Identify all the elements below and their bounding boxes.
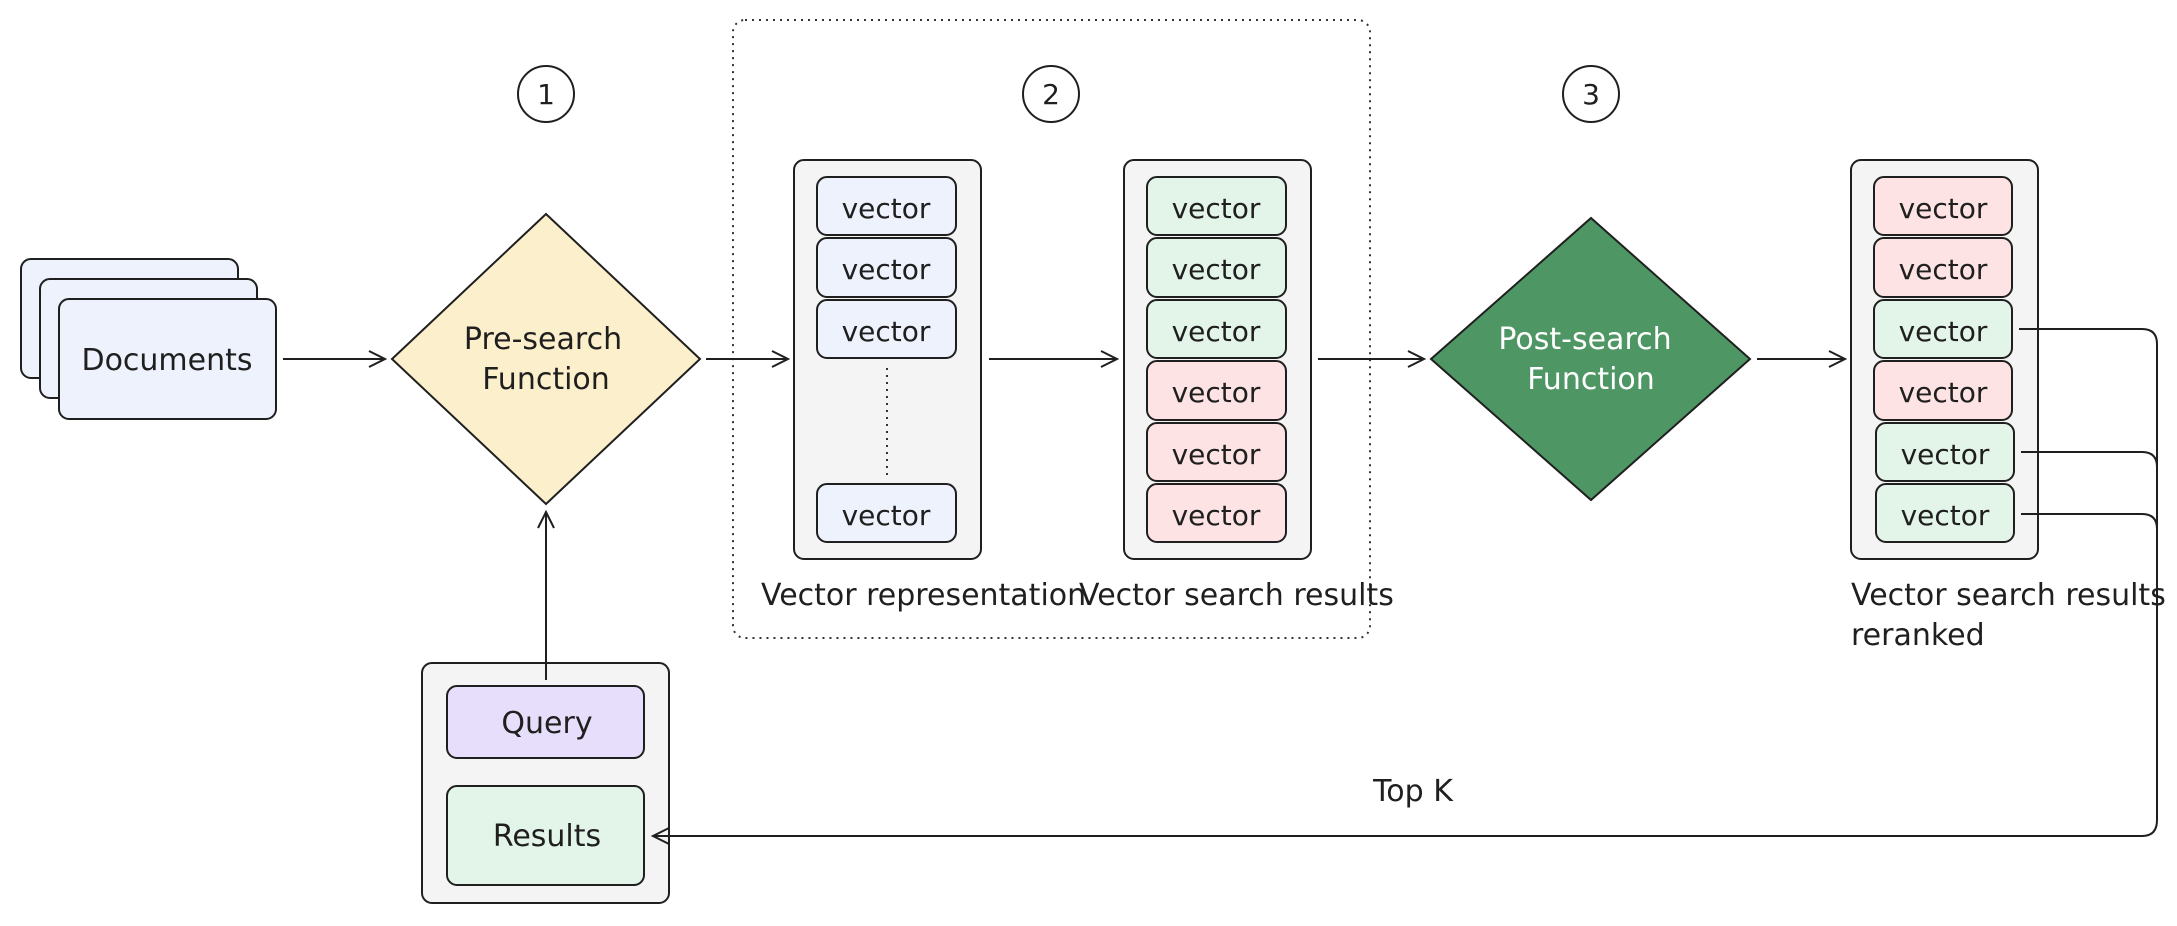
svg-text:vector: vector [1899,315,1988,348]
vector-cell: vector [816,237,957,298]
documents-card [58,298,277,420]
reranked-caption-line2: reranked [1851,618,1985,653]
svg-text:3: 3 [1582,78,1600,111]
reranked-cell: vector [1873,299,2013,359]
result-cell: vector [1146,422,1287,482]
svg-text:vector: vector [1172,376,1261,409]
svg-text:vector: vector [1899,376,1988,409]
svg-text:vector: vector [1899,192,1988,225]
svg-text:Function: Function [1527,362,1655,397]
pre-search-function: Pre-search Function [390,212,702,506]
svg-text:vector: vector [1899,253,1988,286]
result-cell: vector [1146,299,1287,359]
svg-text:vector: vector [842,253,931,286]
result-cell: vector [1146,237,1287,298]
svg-text:vector: vector [1172,253,1261,286]
topk-connector-2 [2021,451,2158,480]
top-k-label: Top K [1372,774,1454,809]
vector-cell: vector [816,483,957,543]
svg-text:Pre-search: Pre-search [464,322,622,357]
result-cell: vector [1146,176,1287,236]
results-box: Results [446,785,645,886]
svg-text:vector: vector [1172,499,1261,532]
svg-text:Results: Results [493,819,601,854]
svg-text:1: 1 [537,78,555,111]
svg-text:vector: vector [842,315,931,348]
topk-connector-3 [2021,513,2158,540]
post-search-function: Post-search Function [1429,216,1752,502]
vector-representation-panel: vector vector vector vector [793,159,982,560]
step-marker-1: 1 [517,65,575,123]
svg-text:vector: vector [842,499,931,532]
topk-connector-1 [653,328,2158,836]
reranked-cell: vector [1873,360,2013,421]
svg-text:vector: vector [1172,315,1261,348]
step-marker-2: 2 [1022,65,1080,123]
documents-label: Documents [81,343,252,378]
reranked-results-panel: vector vector vector vector vector vecto… [1850,159,2039,560]
svg-text:Function: Function [482,362,610,397]
svg-text:vector: vector [1172,438,1261,471]
vector-search-results-caption: Vector search results [1079,578,1394,613]
documents-stack: Documents [20,258,277,420]
result-cell: vector [1146,483,1287,543]
vector-representation-caption: Vector representation [761,578,1086,613]
reranked-caption-line1: Vector search results [1851,578,2166,613]
query-box: Query [446,685,645,759]
svg-text:Post-search: Post-search [1498,322,1671,357]
reranked-cell: vector [1875,422,2015,482]
svg-text:2: 2 [1042,78,1060,111]
reranked-cell: vector [1873,176,2013,236]
step-marker-3: 3 [1562,65,1620,123]
vector-cell: vector [816,176,957,236]
svg-text:vector: vector [1901,499,1990,532]
result-cell: vector [1146,360,1287,421]
vector-search-results-panel: vector vector vector vector vector vecto… [1123,159,1312,560]
svg-text:vector: vector [1172,192,1261,225]
reranked-cell: vector [1875,483,2015,543]
query-results-panel: Query Results [421,662,670,904]
reranked-cell: vector [1873,237,2013,298]
svg-text:Query: Query [501,706,592,741]
vector-cell: vector [816,299,957,359]
svg-text:vector: vector [842,192,931,225]
svg-text:vector: vector [1901,438,1990,471]
